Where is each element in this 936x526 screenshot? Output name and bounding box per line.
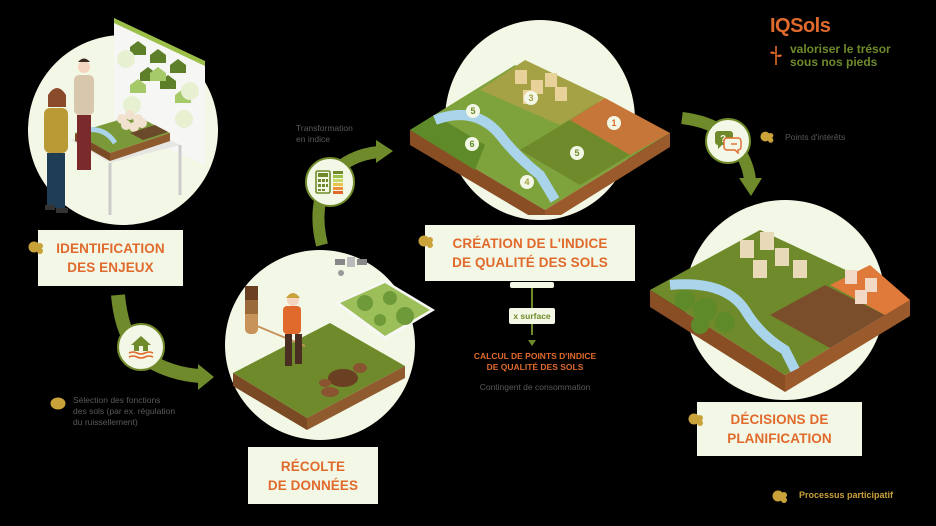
participatory-icon [688, 413, 703, 426]
step-identification-label: IDENTIFICATION DES ENJEUX [38, 230, 183, 286]
participatory-icon [28, 241, 43, 254]
transformation-icon-circle [305, 157, 355, 207]
step-decisions-label: DÉCISIONS DE PLANIFICATION [697, 402, 862, 456]
svg-text:?: ? [720, 134, 726, 145]
svg-text:1: 1 [611, 118, 616, 128]
points-of-interest-label: Points d'intérêts [785, 132, 846, 142]
illustration-worker-digging [233, 257, 435, 430]
svg-text:6: 6 [469, 139, 474, 149]
step-creation-label: CRÉATION DE L'INDICE DE QUALITÉ DES SOLS [425, 225, 635, 281]
illustration-planned-development [650, 230, 910, 392]
svg-text:5: 5 [574, 148, 579, 158]
brand-name: IQSols [770, 15, 831, 37]
transformation-text: Transformation en indice [296, 123, 353, 144]
points-of-interest-icon [760, 131, 774, 143]
interests-icon-circle: ? [705, 118, 751, 164]
multiplier-badge: x surface [509, 308, 555, 324]
step-recolte-label: RÉCOLTE DE DONNÉES [248, 447, 378, 504]
brand-logo: IQSols [770, 15, 831, 37]
question-speech-bubbles-icon: ? [715, 131, 742, 154]
creation-tab [510, 282, 554, 288]
svg-text:3: 3 [528, 93, 533, 103]
calculation-result-subtitle: Contingent de consommation [479, 382, 591, 392]
flooded-house-icon [128, 336, 154, 359]
calculation-result-title: CALCUL DE POINTS D'INDICE DE QUALITÉ DES… [473, 351, 597, 372]
svg-text:4: 4 [524, 177, 529, 187]
points-of-interest-icon [50, 397, 66, 410]
selection-icon-circle [117, 323, 165, 371]
selection-text: Sélection des fonctions des sols (par ex… [73, 395, 176, 427]
calculator-index-icon [315, 170, 343, 194]
participatory-legend-label: Processus participatif [799, 490, 894, 500]
brand-sprout-icon [770, 44, 782, 66]
multiplier-label: x surface [513, 311, 551, 321]
participatory-legend-icon [772, 490, 787, 503]
brand-tagline: valoriser le trésor sous nos pieds [790, 42, 891, 69]
parcel-score: 5 [470, 106, 475, 116]
participatory-icon [418, 235, 433, 248]
illustration-people-with-model [44, 18, 205, 215]
illustration-scored-parcels: 5 3 1 6 5 4 [410, 60, 670, 215]
